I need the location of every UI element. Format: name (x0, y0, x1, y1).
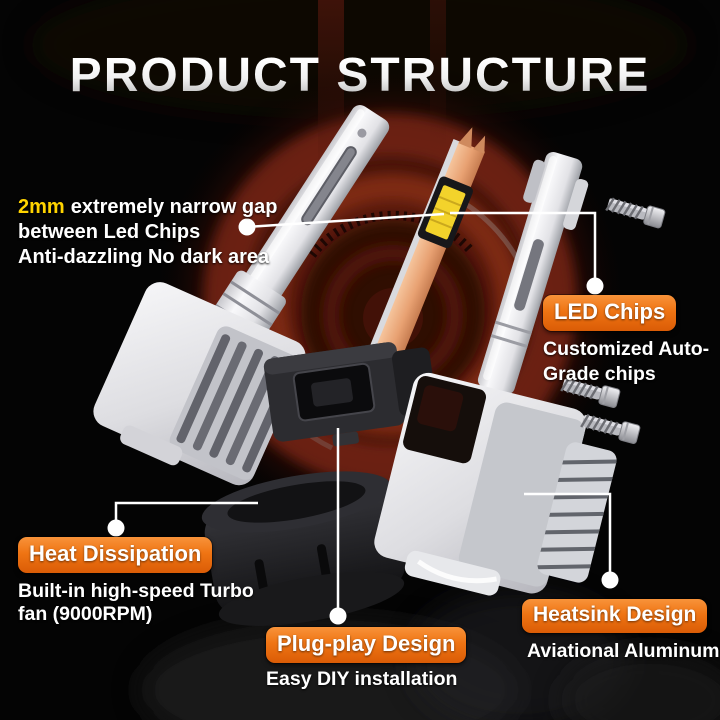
narrow-gap-note-line3: Anti-dazzling No dark area (18, 246, 270, 268)
callout-led-chips: LED Chips Customized Auto- Grade chips (543, 295, 709, 387)
callout-line-heat-dissipation (114, 501, 258, 525)
callout-dot-led-chips (586, 277, 604, 295)
narrow-gap-note-line2: between Led Chips (18, 221, 201, 243)
callout-dot-heatsink (601, 571, 619, 589)
plug-play-badge: Plug-play Design (266, 627, 467, 663)
background-streak (430, 0, 446, 150)
callout-dot-plug-play (329, 607, 347, 625)
callout-dots (107, 218, 619, 625)
heat-dissipation-desc: Built-in high-speed Turbo fan (9000RPM) (18, 580, 254, 625)
callout-line-led-chips (450, 211, 597, 284)
screw (579, 409, 642, 446)
lens-tick-arc (308, 210, 476, 258)
led-chips-desc: Customized Auto- Grade chips (543, 338, 710, 385)
callout-line-narrow-gap (246, 212, 445, 229)
callout-plug-play: Plug-play Design Easy DIY installation (266, 627, 467, 691)
dust-cover-fan (201, 471, 405, 626)
heatsink-design-desc: Aviational Aluminum (527, 640, 720, 662)
heatsink-design-badge: Heatsink Design (522, 599, 708, 633)
right-bulb (374, 151, 619, 596)
page-title: PRODUCT STRUCTURE (0, 48, 720, 103)
led-chip (417, 176, 473, 249)
right-bulb-fins (535, 442, 619, 583)
led-chips-badge: LED Chips (543, 295, 677, 331)
narrow-gap-highlight: 2mm (18, 196, 65, 218)
plug-play-desc: Easy DIY installation (266, 668, 458, 690)
led-strip-copper (353, 127, 486, 401)
callout-dot-heat-dissipation (107, 519, 125, 537)
heat-dissipation-badge: Heat Dissipation (18, 537, 213, 573)
callout-lines (114, 211, 612, 613)
callout-heat-dissipation: Heat Dissipation Built-in high-speed Tur… (18, 537, 254, 626)
callout-dot-narrow-gap (238, 218, 256, 236)
right-bulb-heatsink-cube (374, 372, 619, 596)
callout-heatsink-design: Heatsink Design Aviational Aluminum (522, 599, 720, 663)
callout-line-heatsink (524, 492, 612, 577)
